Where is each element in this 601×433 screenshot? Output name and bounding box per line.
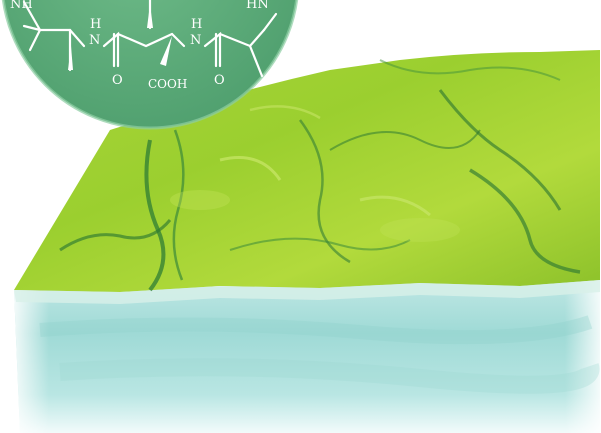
water-layer [14, 280, 600, 433]
algae-surface [14, 50, 600, 304]
molecule-badge-icon: NH HN H N H N O COOH O [1, 0, 299, 130]
formula-label-h-right: H [191, 17, 202, 32]
formula-label-o-left: O [112, 73, 123, 88]
formula-label-n-right: N [190, 33, 201, 48]
formula-label-h-left: H [90, 17, 101, 32]
formula-label-cooh: COOH [148, 77, 187, 91]
formula-label-n-left: N [89, 33, 100, 48]
formula-label-hn: HN [246, 0, 269, 12]
formula-label-o-right: O [214, 73, 225, 88]
formula-label-nh: NH [10, 0, 33, 12]
